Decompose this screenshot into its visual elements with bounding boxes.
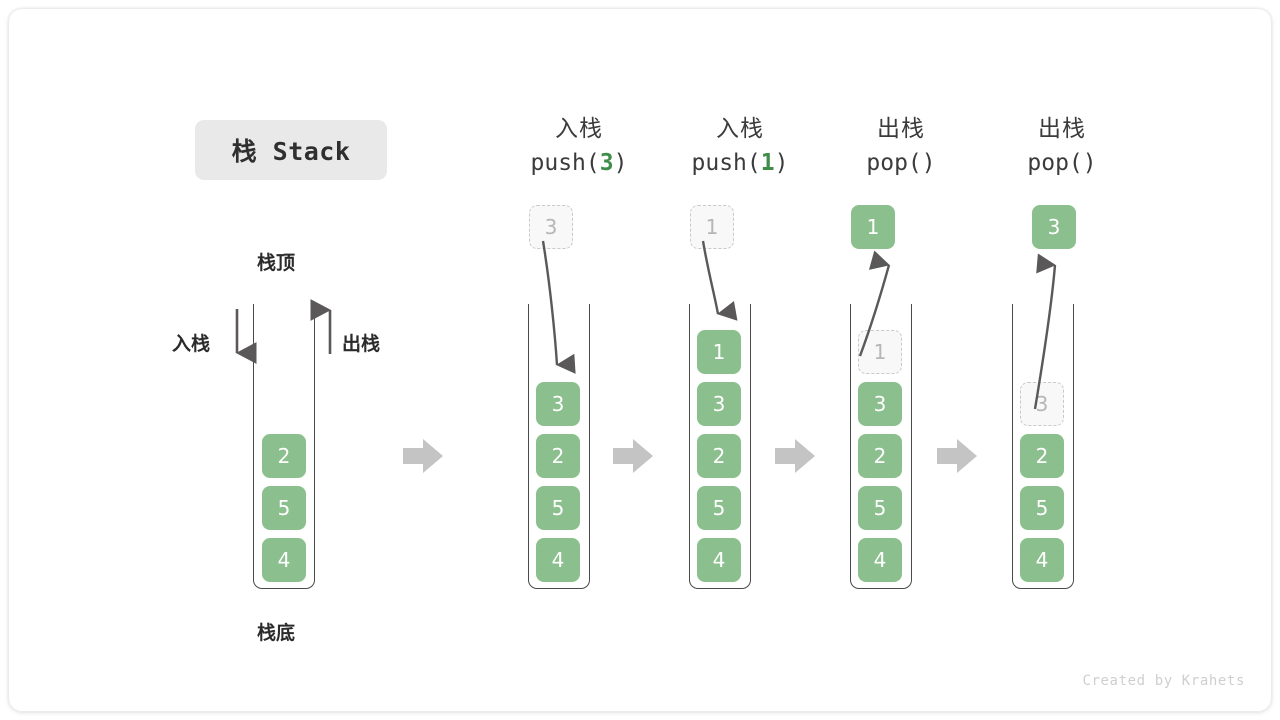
floating-element-ghost: 1 [690,205,734,249]
stack-cell-ghost: 3 [1020,382,1064,426]
column-header-cn: 出栈 [1038,116,1086,142]
column-header-cn: 出栈 [877,116,925,142]
stack-container-push-1 [689,304,751,589]
stack-cell: 3 [858,382,902,426]
stack-cell: 3 [536,382,580,426]
stack-cell: 4 [858,538,902,582]
stack-cell: 5 [536,486,580,530]
code-prefix: push( [530,150,600,177]
stack-cell: 4 [262,538,306,582]
pop-direction-label: 出栈 [342,333,381,355]
stack-cell: 2 [858,434,902,478]
stack-top-label: 栈顶 [257,252,296,274]
step-arrow-2 [613,439,653,473]
stack-cell: 5 [858,486,902,530]
push-direction-label: 入栈 [172,333,211,355]
step-arrow-3 [775,439,815,473]
stack-bottom-label: 栈底 [257,622,296,644]
watermark-credit: Created by Krahets [1082,673,1245,689]
column-header-code: push(1) [645,149,835,178]
code-suffix: ) [774,150,789,177]
stack-container-initial [253,304,315,589]
column-header-cn: 入栈 [555,116,603,142]
column-header-pop-2: 出栈 pop() [967,115,1157,179]
code-prefix: pop( [866,150,922,177]
diagram-canvas: 栈 Stack 入栈 push(3) 入栈 push(1) 出栈 pop() 出… [8,8,1272,712]
code-suffix: ) [1082,150,1097,177]
stack-cell: 2 [536,434,580,478]
code-suffix: ) [613,150,628,177]
column-header-push-1: 入栈 push(1) [645,115,835,179]
column-header-code: push(3) [484,149,674,178]
column-header-code: pop() [967,149,1157,178]
code-suffix: ) [921,150,936,177]
stack-cell: 2 [262,434,306,478]
stack-cell: 1 [697,330,741,374]
column-header-cn: 入栈 [716,116,764,142]
stack-cell: 5 [1020,486,1064,530]
step-arrow-4 [937,439,977,473]
floating-element-ghost: 3 [529,205,573,249]
code-prefix: push( [691,150,761,177]
stack-cell: 5 [262,486,306,530]
stack-container-pop-1 [850,304,912,589]
code-prefix: pop( [1027,150,1083,177]
stack-container-pop-2 [1012,304,1074,589]
column-header-pop-1: 出栈 pop() [806,115,996,179]
stack-cell: 5 [697,486,741,530]
diagram-title: 栈 Stack [195,120,387,180]
stack-cell: 3 [697,382,741,426]
popped-element: 1 [851,205,895,249]
stack-cell: 4 [697,538,741,582]
stack-cell: 4 [536,538,580,582]
stack-cell-ghost: 1 [858,330,902,374]
column-header-push-3: 入栈 push(3) [484,115,674,179]
popped-element: 3 [1032,205,1076,249]
code-argument: 1 [760,150,775,177]
stack-cell: 2 [697,434,741,478]
step-arrow-1 [403,439,443,473]
stack-container-push-3 [528,304,590,589]
stack-cell: 2 [1020,434,1064,478]
code-argument: 3 [599,150,614,177]
column-header-code: pop() [806,149,996,178]
stack-cell: 4 [1020,538,1064,582]
